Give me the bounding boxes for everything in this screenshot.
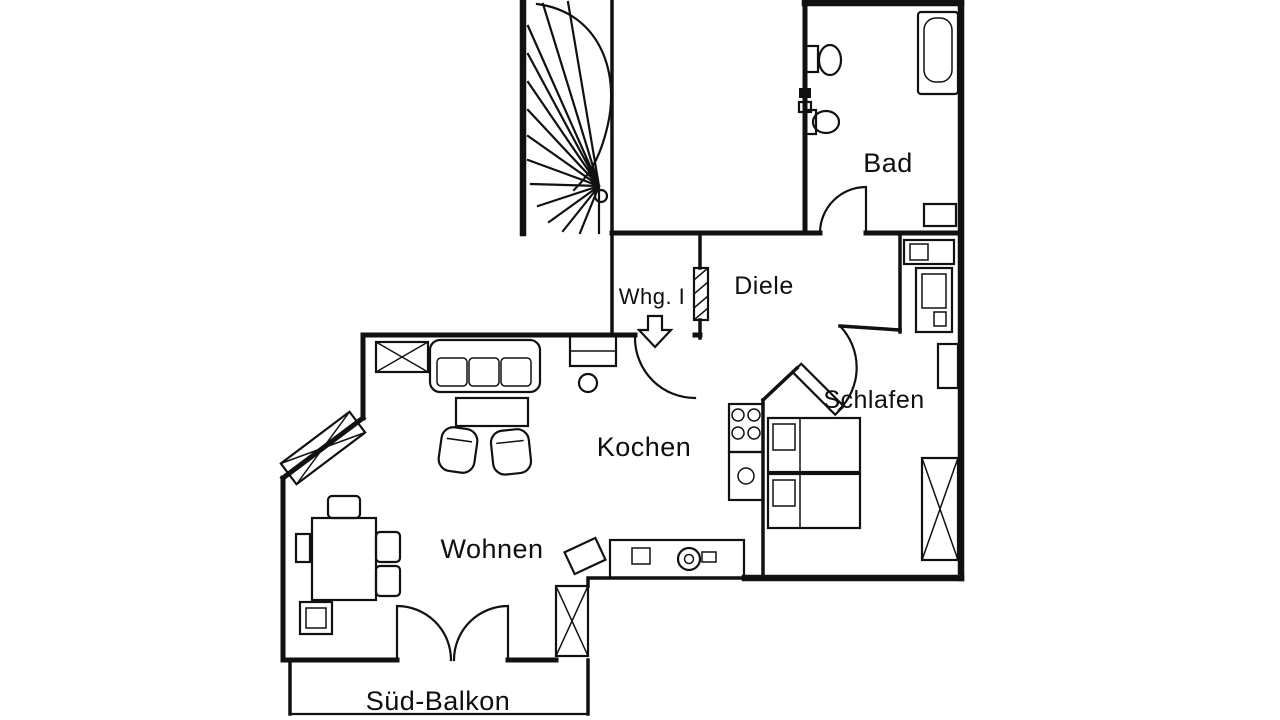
dining-chair — [326, 494, 362, 520]
chimney-shaft — [692, 266, 710, 322]
wall-hatch-icon — [799, 88, 811, 98]
faucet — [701, 551, 717, 563]
armchair-1 — [437, 426, 479, 474]
kitchen-stool — [563, 536, 607, 576]
sink — [676, 546, 702, 572]
spiral-staircase-treads — [526, 0, 601, 235]
entrance-arrow-icon — [636, 314, 674, 349]
armchair-2 — [489, 428, 533, 476]
window-wohnen-top — [374, 340, 430, 374]
windows — [279, 266, 960, 658]
room-label-kochen: Kochen — [597, 432, 692, 462]
window-schlafen — [920, 456, 960, 562]
room-label-entry: Whg. I — [619, 284, 686, 309]
stove — [727, 402, 765, 454]
doors — [395, 185, 868, 662]
room-label-balkon: Süd-Balkon — [366, 686, 511, 716]
wall-left-outer — [279, 332, 367, 663]
bedroom-furniture — [766, 342, 960, 530]
room-label-bad: Bad — [863, 148, 913, 178]
dining-chair — [374, 564, 402, 598]
bath-cabinet — [914, 266, 954, 334]
bath-shelf — [922, 202, 958, 228]
window-wohnen-corner — [279, 410, 367, 486]
sofa — [428, 338, 542, 394]
room-label-wohnen: Wohnen — [440, 534, 543, 564]
balcony-french-doors — [395, 604, 510, 662]
radiator — [936, 342, 960, 390]
wall-kochen-bottom — [586, 576, 747, 588]
walls — [279, 0, 965, 716]
kitchen-unit — [727, 450, 765, 502]
door-arc-bad — [818, 185, 868, 235]
wall-balcony-sides — [288, 658, 590, 716]
spiral-staircase-stringer — [535, 2, 613, 192]
bath-fixtures — [797, 10, 960, 334]
entry-desk — [568, 334, 618, 368]
bed-1 — [766, 416, 862, 474]
bed-pillow — [772, 479, 796, 507]
bed-pillow — [772, 423, 796, 451]
toilet — [804, 43, 843, 77]
stairwell — [526, 0, 613, 235]
stair-center-icon — [593, 188, 609, 204]
wall-hatch-outline-icon — [797, 100, 813, 114]
coffee-table — [454, 396, 530, 428]
kitchen-counter — [608, 538, 746, 580]
dining-table — [310, 516, 378, 602]
room-labels: Bad Diele Whg. I Schlafen Kochen Wohnen … — [366, 148, 924, 716]
washing-machine — [902, 238, 956, 266]
bathtub — [916, 10, 960, 96]
bed-2 — [766, 472, 862, 530]
entry-stool — [577, 372, 599, 394]
wash-basin — [804, 108, 841, 136]
room-label-schlafen: Schlafen — [823, 386, 924, 414]
side-cabinet — [298, 600, 334, 636]
window-kochen-bottom — [554, 584, 590, 658]
dining-chair — [374, 530, 402, 564]
living-furniture — [294, 338, 542, 636]
dining-set — [294, 494, 402, 602]
door-arc-schlafen — [837, 324, 858, 412]
door-arc-entry — [633, 336, 697, 400]
entry-area — [568, 314, 674, 394]
wall-diele-schlafen-diagonal — [760, 324, 902, 403]
room-label-diele: Diele — [734, 272, 793, 300]
dining-chair — [294, 532, 312, 564]
kitchen-fixtures — [563, 402, 765, 580]
